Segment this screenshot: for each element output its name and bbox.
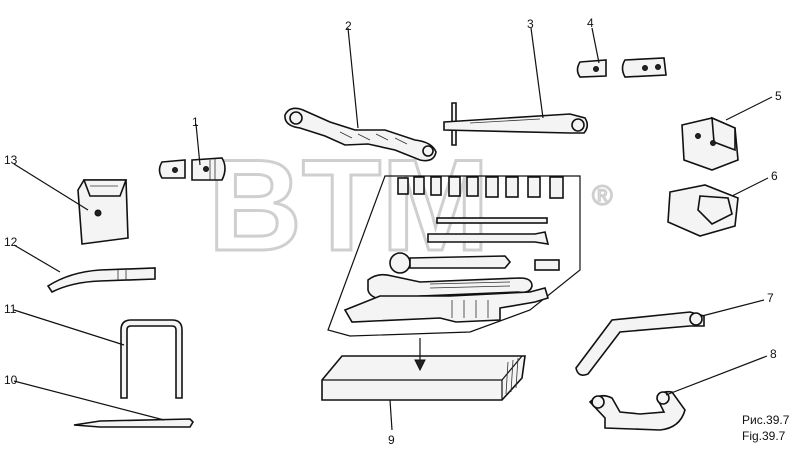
- part-10-drift-punch: [73, 418, 195, 428]
- part-8-u-wrench: [588, 390, 686, 431]
- callout-6: 6: [771, 169, 778, 183]
- callout-2: 2: [345, 19, 352, 33]
- leader-11: [13, 309, 125, 346]
- callout-10: 10: [4, 373, 18, 387]
- leader-7: [701, 299, 765, 317]
- watermark: BTM ®: [207, 131, 614, 280]
- callout-4: 4: [587, 16, 594, 30]
- leader-1: [195, 123, 201, 166]
- part-6-hex-bushing: [667, 184, 739, 237]
- callout-12: 12: [4, 235, 18, 249]
- part-3-ratchet: [443, 102, 589, 146]
- callout-8: 8: [770, 347, 777, 361]
- leader-10: [13, 380, 165, 421]
- leader-5: [725, 96, 773, 121]
- leader-9: [389, 399, 393, 431]
- part-13-box-socket: [77, 179, 129, 245]
- callout-5: 5: [775, 89, 782, 103]
- callout-numbers: 1 2 3 4 5 6 7 8 9 10 11 12 13: [4, 16, 782, 447]
- leader-lines: [13, 27, 773, 431]
- part-11-u-clip: [120, 319, 183, 399]
- callout-3: 3: [527, 17, 534, 31]
- leader-2: [347, 27, 359, 129]
- leader-12: [13, 244, 61, 273]
- callout-7: 7: [767, 291, 774, 305]
- watermark-text: BTM: [208, 132, 490, 278]
- leader-6: [731, 177, 769, 197]
- part-12-blade: [46, 267, 156, 294]
- socket-row: [397, 176, 564, 199]
- callout-9: 9: [388, 433, 395, 447]
- part-2-box-wrench: [284, 107, 437, 162]
- watermark-registered: ®: [592, 180, 613, 211]
- leader-8: [665, 355, 768, 396]
- caption-ru: Рис.39.7: [742, 413, 790, 427]
- callout-11: 11: [4, 302, 17, 316]
- part-9-tool-box: [321, 355, 526, 401]
- caption-en: Fig.39.7: [742, 429, 786, 443]
- leader-13: [13, 163, 89, 211]
- part-5-hex-socket: [681, 116, 739, 171]
- part-4-small-sockets: [576, 57, 667, 78]
- callout-1: 1: [192, 115, 199, 129]
- leader-3: [530, 27, 544, 119]
- tool-kit-tray: [327, 175, 581, 372]
- part-7-bent-bar: [575, 311, 705, 376]
- leader-4: [591, 27, 600, 64]
- callout-13: 13: [4, 153, 18, 167]
- figure-caption: Рис.39.7 Fig.39.7: [742, 413, 790, 443]
- part-1-sockets: [158, 157, 226, 181]
